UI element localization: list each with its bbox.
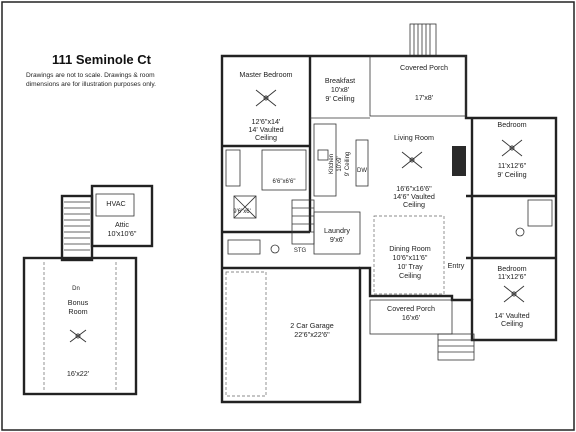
bonus-room-name-2: Room	[68, 307, 87, 316]
living-room-name: Living Room	[394, 133, 434, 142]
living-room-size: 16'6"x16'6"	[396, 184, 432, 193]
breakfast-size: 10'x8'	[331, 85, 350, 94]
front-porch-name: Covered Porch	[387, 304, 435, 313]
dining-room-ceiling-1: 10' Tray	[397, 262, 423, 271]
dishwasher-label: DW	[357, 168, 367, 174]
garage-name: 2 Car Garage	[290, 321, 334, 330]
dining-tray-ceiling	[373, 215, 445, 295]
breakfast-name: Breakfast	[325, 76, 355, 85]
hall-toilet	[515, 227, 525, 237]
breakfast-ceiling: 9' Ceiling	[325, 94, 354, 103]
upper-stair-treads	[64, 201, 90, 251]
bedroom-lower-ceiling-2: Ceiling	[501, 319, 523, 328]
front-porch-steps	[437, 333, 475, 361]
bonus-room-name-1: Bonus	[68, 298, 89, 307]
rear-covered-porch	[369, 55, 467, 117]
fireplace	[452, 146, 466, 176]
hvac-label: HVAC	[106, 199, 125, 208]
hvac-unit	[95, 193, 135, 217]
master-vanity	[225, 149, 241, 187]
master-bedroom-name: Master Bedroom	[239, 70, 292, 79]
master-closet-size: 6'6"x6'6"	[273, 179, 296, 185]
ceiling-fan-icon	[69, 329, 87, 343]
storage-label: STG	[294, 248, 307, 254]
upper-level-plan	[22, 184, 154, 396]
master-bedroom-size: 12'6"x14'	[252, 117, 282, 126]
kitchen-size: 10'x9'	[337, 156, 343, 171]
upper-stair-walls	[60, 194, 94, 262]
disclaimer-line-2: dimensions are for illustration purposes…	[26, 81, 156, 88]
master-closet	[261, 149, 307, 191]
front-porch-size: 16'x6'	[402, 313, 421, 322]
master-shower	[233, 195, 257, 219]
kitchen-name: Kitchen	[329, 154, 335, 174]
bedroom-upper-size: 11'x12'6"	[498, 161, 527, 170]
front-covered-porch	[369, 299, 453, 335]
plan-title: 111 Seminole Ct	[52, 52, 152, 67]
disclaimer-line-1: Drawings are not to scale. Drawings & ro…	[26, 72, 155, 79]
master-bedroom-ceiling-1: 14' Vaulted	[248, 125, 283, 134]
master-toilet	[270, 244, 280, 254]
stair-down-label: Dn	[72, 286, 80, 292]
bedroom-upper-name: Bedroom	[497, 120, 526, 129]
laundry-size: 9'x6'	[330, 235, 345, 244]
entry-label: Entry	[448, 261, 465, 270]
master-tub	[227, 239, 261, 255]
bedroom-lower-size: 11'x12'6"	[498, 272, 527, 281]
rear-porch-size: 17'x8'	[415, 93, 434, 102]
master-bedroom-ceiling-2: Ceiling	[255, 133, 277, 142]
hall-bath-tub	[527, 199, 553, 227]
main-level-plan	[220, 23, 558, 404]
kitchen-island	[355, 139, 369, 187]
dining-room-name: Dining Room	[389, 244, 431, 253]
ceiling-fan-icon	[503, 285, 525, 303]
bonus-room-walls	[22, 256, 138, 396]
bedroom-lower-name: Bedroom	[497, 264, 526, 273]
bedroom-lower-ceiling-1: 14' Vaulted	[494, 311, 529, 320]
ceiling-fan-icon	[501, 139, 523, 157]
master-bath-size: 9'6"x6'	[233, 209, 250, 215]
bedroom-upper-ceiling: 9' Ceiling	[497, 170, 526, 179]
bonus-room-size: 16'x22'	[67, 369, 90, 378]
dining-room-ceiling-2: Ceiling	[399, 271, 421, 280]
main-level-outer-walls	[220, 54, 558, 404]
laundry-name: Laundry	[324, 226, 350, 235]
ceiling-fan-icon	[401, 151, 423, 169]
garage-storage-dashed	[225, 271, 267, 397]
kitchen-counter-left	[313, 123, 337, 197]
ceiling-fan-icon	[255, 89, 277, 107]
kitchen-ceiling: 9' Ceiling	[345, 152, 351, 177]
kitchen-sink	[317, 149, 329, 161]
living-room-ceiling-2: Ceiling	[403, 200, 425, 209]
laundry-room	[313, 211, 361, 255]
garage-size: 22'6"x22'6"	[294, 330, 330, 339]
attic-size: 10'x10'6"	[108, 229, 137, 238]
dining-room-size: 10'6"x11'6"	[393, 253, 428, 262]
living-room-ceiling-1: 14'6" Vaulted	[393, 192, 435, 201]
rear-porch-name: Covered Porch	[400, 63, 448, 72]
attic-name: Attic	[115, 220, 129, 229]
